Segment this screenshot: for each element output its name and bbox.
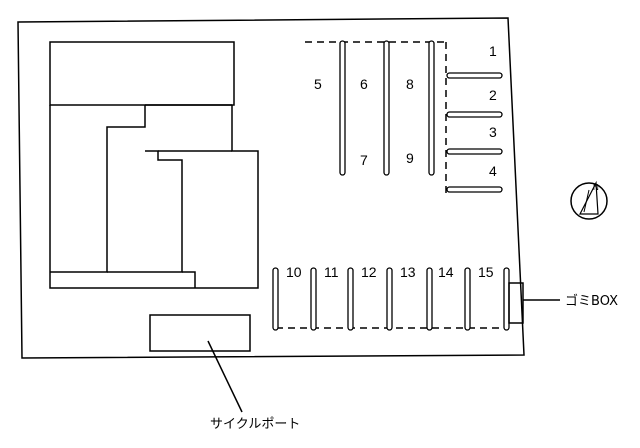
site-boundary [17,17,525,359]
parking-top [305,40,503,195]
space-label-14: 14 [438,264,454,280]
space-label-8: 8 [406,76,414,92]
parking-bottom [272,267,510,331]
space-label-6: 6 [360,76,368,92]
space-label-13: 13 [400,264,416,280]
space-label-1: 1 [489,43,497,59]
bicycle-port [149,314,251,413]
space-label-5: 5 [314,76,322,92]
compass-mark: N [593,183,599,192]
north-arrow-icon: N [570,180,608,220]
garbage-box [508,282,560,324]
bicycle-port-label: サイクルポート [210,417,300,432]
space-label-2: 2 [489,87,497,103]
space-label-15: 15 [478,264,494,280]
space-label-7: 7 [360,152,368,168]
space-label-12: 12 [361,264,377,280]
space-label-9: 9 [406,150,414,166]
garbage-box-label: ゴミBOX [565,293,618,309]
space-label-10: 10 [286,264,302,280]
space-label-11: 11 [324,264,339,280]
space-label-4: 4 [489,163,497,179]
building [49,41,259,289]
space-label-3: 3 [489,124,497,140]
